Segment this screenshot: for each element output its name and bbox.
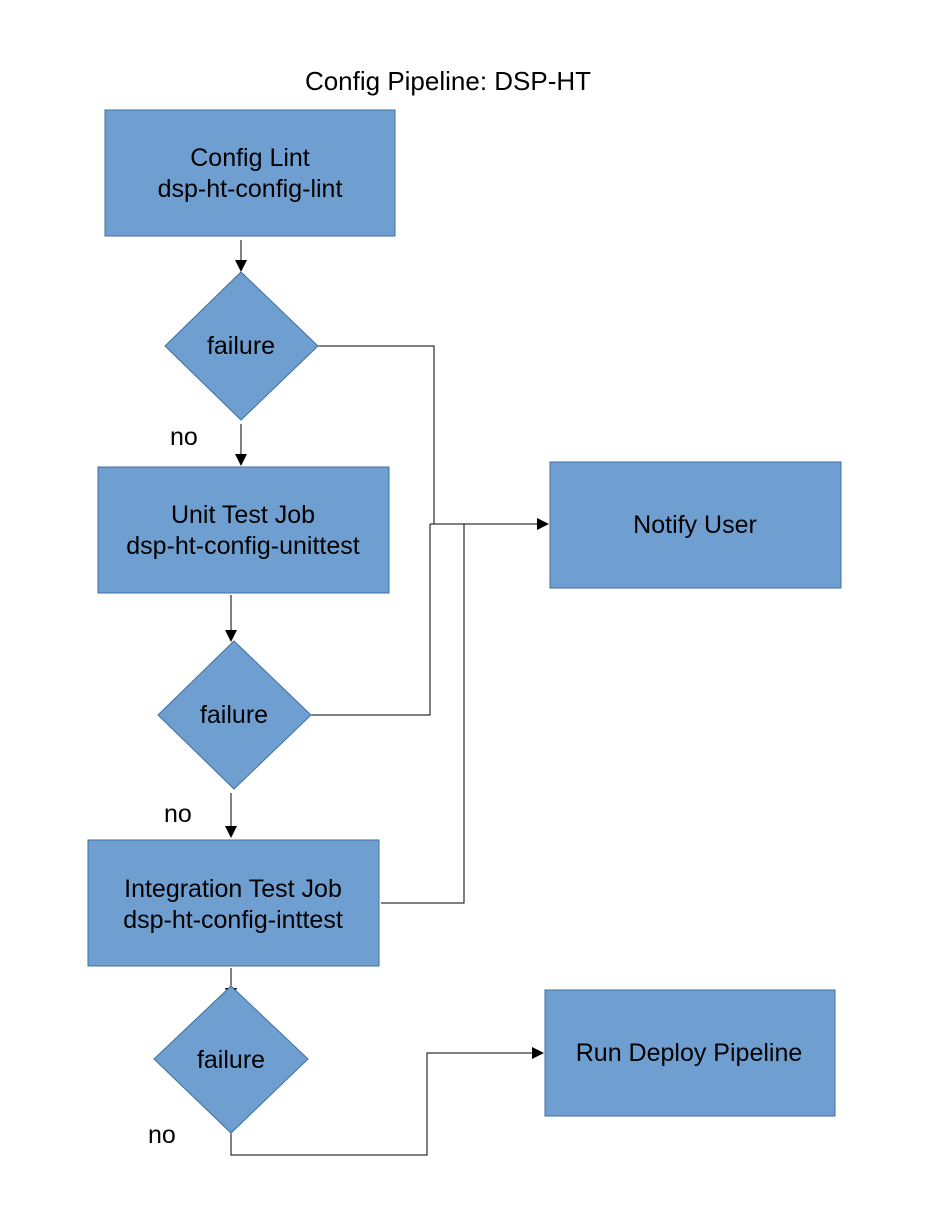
edge-label-no-3: no <box>148 1121 176 1149</box>
run-deploy-pipeline-box <box>544 989 836 1117</box>
decision-2-label: failure <box>200 701 268 729</box>
decision-3-node: failure <box>153 985 309 1134</box>
unit-test-job-name: dsp-ht-config-unittest <box>126 532 360 560</box>
decision-1-diamond <box>164 271 319 421</box>
run-deploy-pipeline-label: Run Deploy Pipeline <box>576 1039 803 1067</box>
path-decision-1-failure-to-notify <box>318 345 435 524</box>
notify-user-box <box>549 461 842 589</box>
decision-3-diamond <box>153 985 309 1134</box>
unit-test-job-box <box>97 466 390 594</box>
config-lint-node: Config Lint dsp-ht-config-lint <box>104 109 396 237</box>
integration-test-job-title: Integration Test Job <box>124 875 342 903</box>
integration-test-job-name: dsp-ht-config-inttest <box>123 906 343 934</box>
integration-test-job-box <box>87 839 380 967</box>
notify-user-node: Notify User <box>549 461 842 589</box>
connectors <box>225 240 549 1156</box>
path-decision-3-no-to-deploy <box>230 1047 544 1156</box>
diagram-title: Config Pipeline: DSP-HT <box>305 66 591 96</box>
decision-2-node: failure <box>157 640 312 790</box>
config-lint-job-name: dsp-ht-config-lint <box>158 175 343 203</box>
config-lint-box <box>104 109 396 237</box>
unit-test-job-node: Unit Test Job dsp-ht-config-unittest <box>97 466 390 594</box>
integration-test-job-node: Integration Test Job dsp-ht-config-intte… <box>87 839 380 967</box>
run-deploy-pipeline-node: Run Deploy Pipeline <box>544 989 836 1117</box>
decision-2-diamond <box>157 640 312 790</box>
edge-label-no-2: no <box>164 800 192 828</box>
notify-user-label: Notify User <box>633 511 757 539</box>
unit-test-job-title: Unit Test Job <box>171 501 315 529</box>
decision-1-label: failure <box>207 332 275 360</box>
decision-3-label: failure <box>197 1046 265 1074</box>
path-integration-test-to-notify <box>381 524 465 904</box>
config-lint-title: Config Lint <box>190 144 310 172</box>
path-decision-2-failure-to-notify <box>311 524 431 716</box>
decision-1-node: failure <box>164 271 319 421</box>
edge-label-no-1: no <box>170 423 198 451</box>
